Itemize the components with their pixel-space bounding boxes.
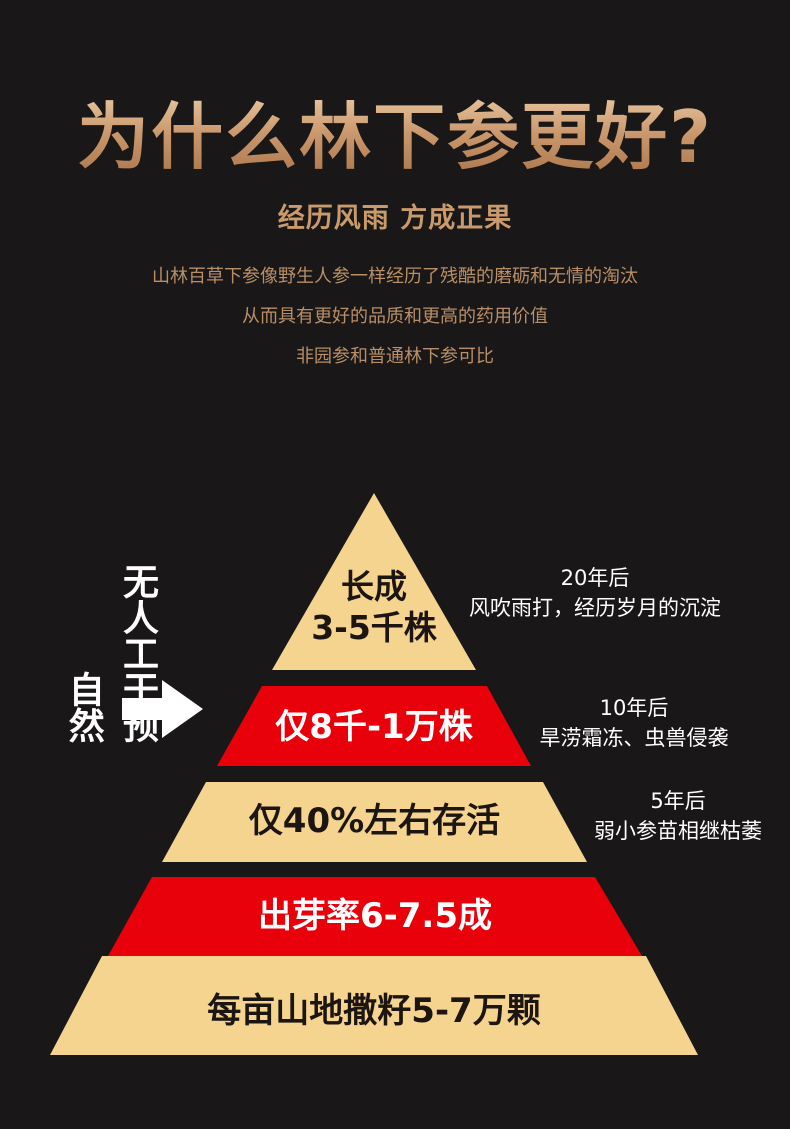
note-20-years: 20年后 风吹雨打，经历岁月的沉淀 (440, 563, 750, 624)
note-5-years-time: 5年后 (650, 789, 706, 813)
note-10-years-text: 旱涝霜冻、虫兽侵袭 (539, 726, 729, 751)
tier-5-text: 每亩山地撒籽5-7万颗 (207, 991, 541, 1031)
description-line-2: 从而具有更好的品质和更高的药用价值 (242, 306, 548, 327)
pyramid-tier-3 (162, 782, 587, 862)
tier-4-text: 出芽率6-7.5成 (258, 896, 492, 936)
pyramid-tier-5 (50, 956, 698, 1055)
tier-3-text: 仅40%左右存活 (248, 801, 501, 841)
note-20-years-time: 20年后 (560, 566, 630, 590)
description-line-1: 山林百草下参像野生人参一样经历了残酷的磨砺和无情的淘汰 (152, 266, 638, 287)
note-10-years-time: 10年后 (599, 696, 669, 720)
note-20-years-text: 风吹雨打，经历岁月的沉淀 (469, 596, 721, 621)
pyramid-tier-1 (272, 493, 476, 670)
note-5-years-text: 弱小参苗相继枯萎 (594, 819, 762, 844)
side-label-line-1: 自然 (62, 671, 104, 743)
right-arrow-icon (122, 680, 203, 738)
tier-1-line-1: 长成 (341, 567, 407, 606)
page-subtitle: 经历风雨 方成正果 (277, 203, 513, 234)
tier-1-text: 长成 3-5千株 (272, 566, 476, 649)
description-line-3: 非园参和普通林下参可比 (296, 346, 494, 367)
pyramid-tier-4 (108, 877, 642, 956)
pyramid-tier-2 (217, 686, 531, 766)
side-label-line-2: 无人工干预 (117, 563, 159, 743)
side-label: 自然 无人工干预 (62, 563, 158, 753)
note-10-years: 10年后 旱涝霜冻、虫兽侵袭 (518, 693, 750, 754)
page-title: 为什么林下参更好? (0, 78, 790, 183)
tier-1-line-2: 3-5千株 (311, 608, 437, 648)
tier-2-text: 仅8千-1万株 (275, 707, 473, 747)
note-5-years: 5年后 弱小参苗相继枯萎 (576, 786, 780, 847)
